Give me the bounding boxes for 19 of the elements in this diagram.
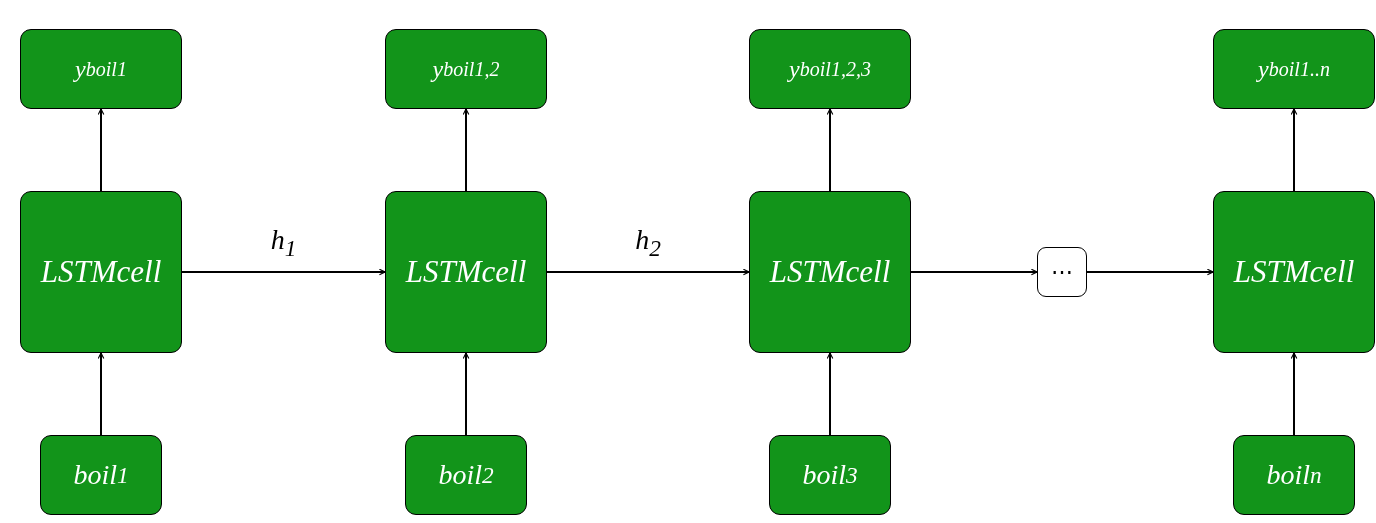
arrow (462, 108, 470, 192)
arrow (826, 352, 834, 436)
arrow (546, 268, 750, 276)
edge-label: h$_{2}$ (635, 224, 661, 262)
edge-label: h$_{1}$ (270, 224, 297, 262)
arrow (826, 108, 834, 192)
arrow (1290, 108, 1298, 192)
arrow (910, 268, 1038, 276)
lstm-cell-box: LSTMcell (20, 191, 182, 353)
arrow (462, 352, 470, 436)
arrow (1290, 352, 1298, 436)
lstm-cell-box: LSTMcell (385, 191, 547, 353)
lstm-cell-box: LSTMcell (1213, 191, 1375, 353)
arrow (1086, 268, 1214, 276)
arrow (97, 352, 105, 436)
arrow (97, 108, 105, 192)
lstm-cell-box: LSTMcell (749, 191, 911, 353)
arrow (181, 268, 386, 276)
ellipsis-box: ⋯ (1037, 247, 1087, 297)
